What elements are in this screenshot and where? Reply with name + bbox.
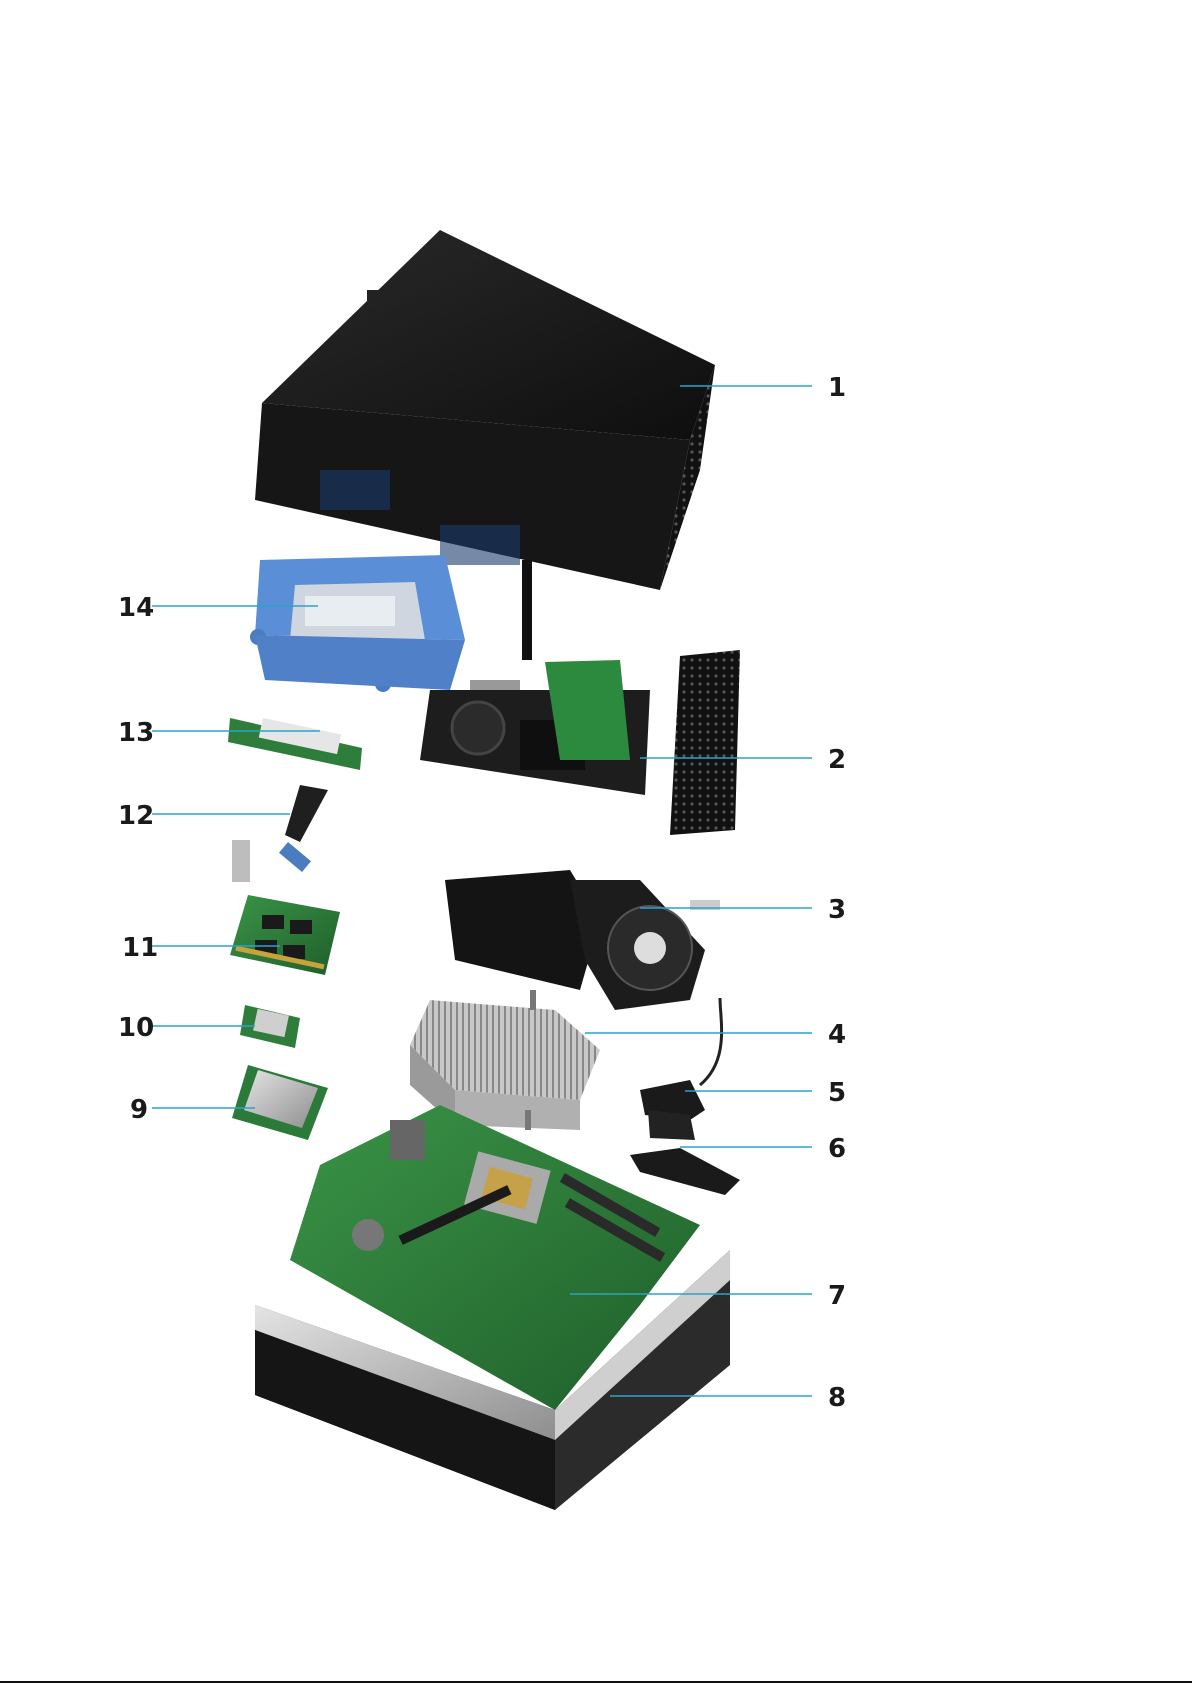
fan-shroud-component [445, 870, 720, 1010]
callout-number-5: 5 [828, 1078, 846, 1108]
graphics-card-component [420, 650, 740, 835]
callout-number-3: 3 [828, 895, 846, 925]
m2-ssd-component [228, 718, 362, 770]
riser-bracket-component [232, 785, 328, 882]
callout-number-14: 14 [118, 593, 154, 623]
hard-drive-caddy-component [250, 555, 465, 692]
bottom-rule [0, 1681, 1192, 1683]
processor-component [232, 1065, 328, 1140]
callout-number-8: 8 [828, 1383, 846, 1413]
speaker-component [640, 998, 722, 1140]
callout-number-6: 6 [828, 1134, 846, 1164]
callout-number-13: 13 [118, 718, 154, 748]
callout-number-10: 10 [118, 1013, 154, 1043]
callout-number-2: 2 [828, 745, 846, 775]
callout-number-4: 4 [828, 1020, 846, 1050]
callout-number-9: 9 [130, 1095, 148, 1125]
callout-number-7: 7 [828, 1281, 846, 1311]
callout-number-12: 12 [118, 801, 154, 831]
callout-number-1: 1 [828, 373, 846, 403]
bracket-component [630, 1148, 740, 1195]
memory-module-component [230, 895, 340, 975]
callout-number-11: 11 [122, 933, 158, 963]
